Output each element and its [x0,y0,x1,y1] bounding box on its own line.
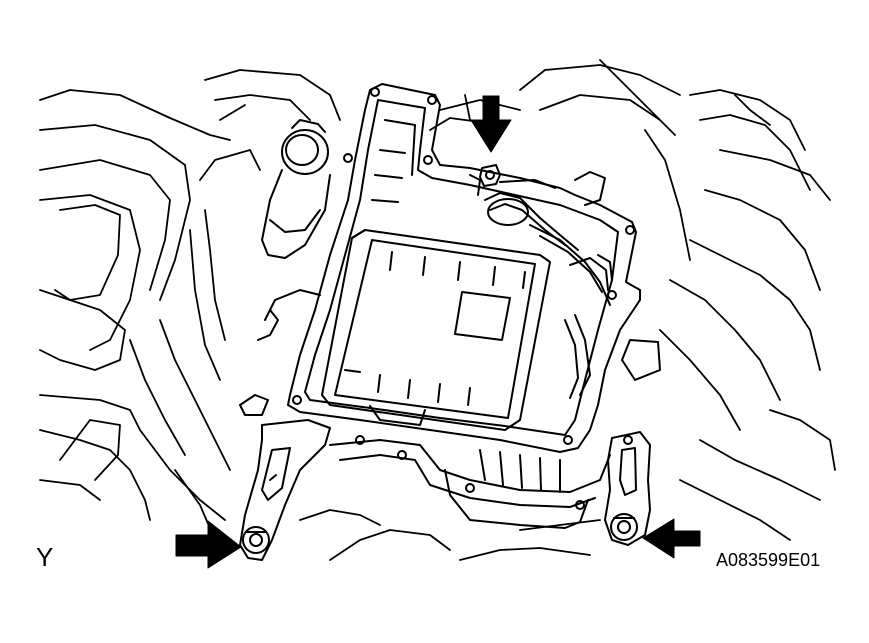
view-letter-label: Y [36,542,54,572]
bolt-right [610,513,638,541]
right-mount-bracket [604,431,651,546]
bolt-left [242,526,270,554]
hose [239,289,321,416]
lower-bracket-frame [329,439,611,529]
ecu-body [321,229,551,431]
bolt-top [479,164,501,187]
reservoir-cap [261,119,331,259]
ecu-bracket [287,83,641,453]
engine-bay-background [39,59,836,561]
figure-id-label: A083599E01 [716,550,821,570]
wire-harness [469,171,661,399]
bolt-arrow-top [470,95,512,153]
left-mount-bracket [239,419,331,561]
bolt-arrow-right [642,518,701,559]
bolt-arrow-left [175,520,242,569]
